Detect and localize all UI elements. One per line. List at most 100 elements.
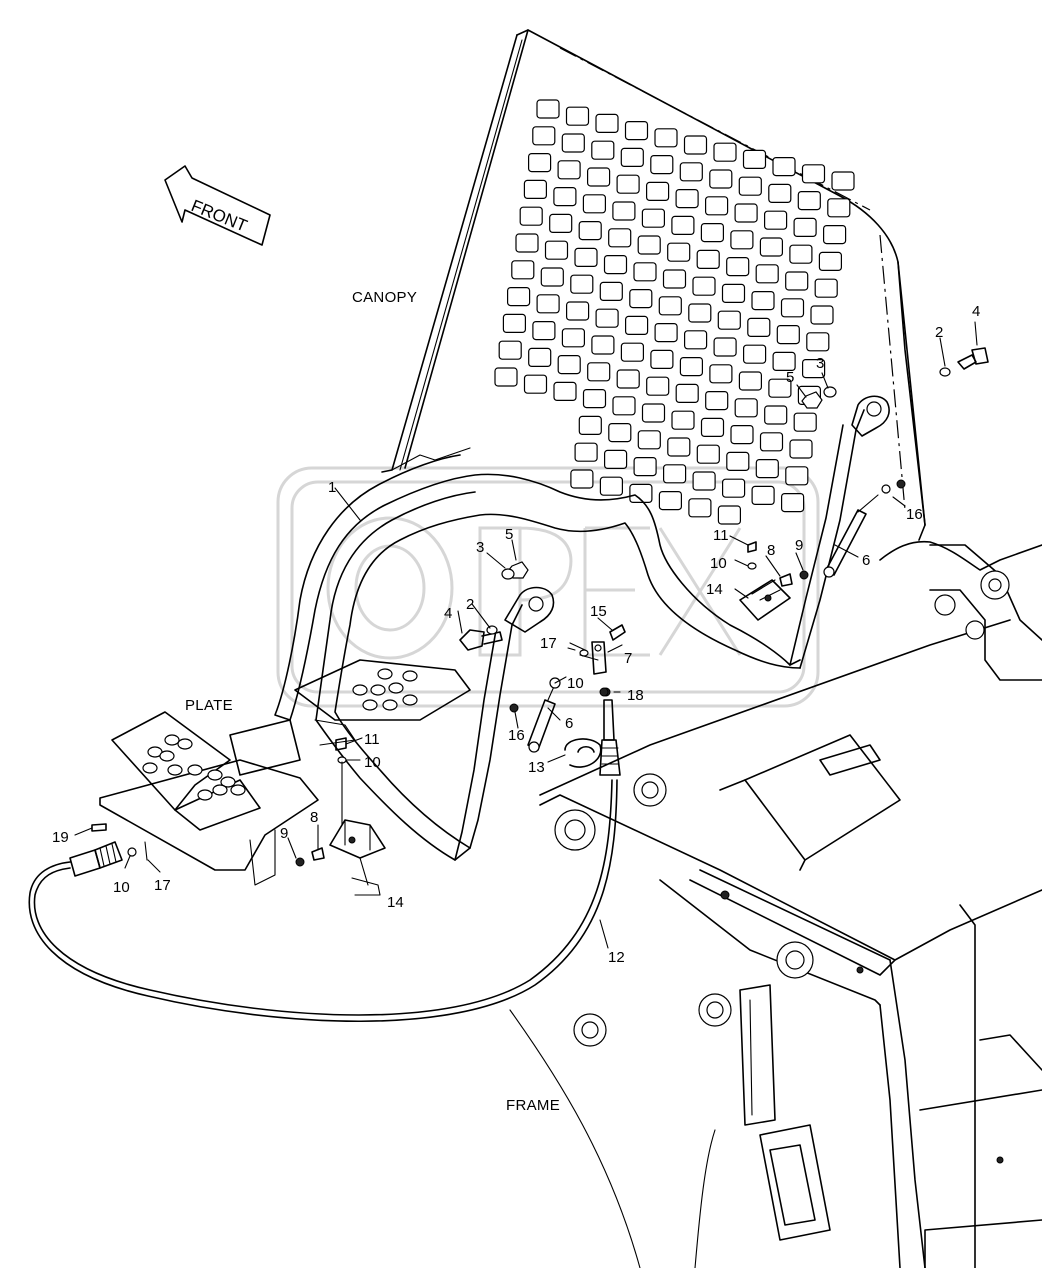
callout-4-upper: 4 <box>972 303 980 320</box>
plate-hole <box>377 668 393 680</box>
screen-hole <box>717 505 742 525</box>
screen-hole <box>759 432 784 452</box>
screen-hole <box>679 357 704 377</box>
label-canopy: CANOPY <box>352 289 417 306</box>
screen-hole <box>650 155 674 175</box>
plate-hole <box>197 789 213 801</box>
screen-hole <box>654 128 678 148</box>
callout-17-middle: 17 <box>540 635 557 652</box>
callout-10-plate: 10 <box>364 754 381 771</box>
callout-8-upper: 8 <box>767 542 775 559</box>
callout-11-upper: 11 <box>713 527 729 544</box>
screen-hole <box>561 328 586 348</box>
screen-hole <box>793 217 817 237</box>
screen-hole <box>565 301 590 321</box>
plate-hole <box>142 762 158 774</box>
plate-hole <box>402 694 418 706</box>
screen-hole <box>624 315 649 335</box>
screen-hole <box>578 415 602 435</box>
screen-hole <box>671 215 695 235</box>
plate-assembly <box>99 659 471 896</box>
canopy-screen-grid <box>494 99 855 525</box>
screen-hole <box>726 257 750 277</box>
screen-hole <box>667 242 691 262</box>
callout-1: 1 <box>328 479 336 496</box>
screen-hole <box>726 451 750 471</box>
screen-hole <box>793 412 817 432</box>
screen-hole <box>620 342 645 362</box>
screen-hole <box>662 269 687 289</box>
callout-16-upper: 16 <box>906 506 923 523</box>
screen-hole <box>523 179 548 199</box>
screen-hole <box>696 249 720 269</box>
screen-hole <box>713 142 737 162</box>
screen-hole <box>565 106 590 126</box>
latch-rod <box>591 641 607 675</box>
screen-hole <box>734 398 758 418</box>
screen-hole <box>574 442 598 462</box>
screen-hole <box>511 260 535 280</box>
screen-hole <box>751 485 775 505</box>
screen-hole <box>650 349 674 369</box>
screen-hole <box>688 498 712 518</box>
screen-hole <box>557 355 581 375</box>
screen-hole <box>827 198 851 218</box>
callout-3-lower: 3 <box>476 539 484 556</box>
screen-hole <box>692 276 716 296</box>
screen-hole <box>713 337 737 357</box>
screen-hole <box>641 208 666 228</box>
callout-3-upper: 3 <box>816 355 824 372</box>
screen-hole <box>759 237 784 257</box>
plate-hole <box>159 750 175 762</box>
screen-hole <box>561 133 585 153</box>
screen-hole <box>494 367 518 387</box>
screen-hole <box>532 321 556 341</box>
screen-hole <box>797 191 821 211</box>
front-arrow-label: FRONT <box>189 196 250 236</box>
screen-hole <box>540 267 564 287</box>
screen-hole <box>755 459 779 479</box>
screen-hole <box>814 278 838 298</box>
plate-hole <box>230 784 246 796</box>
callout-14-upper: 14 <box>706 581 723 598</box>
callout-14-lower: 14 <box>387 894 404 911</box>
screen-hole <box>700 223 725 243</box>
callout-5-lower: 5 <box>505 526 513 543</box>
screen-hole <box>801 359 826 379</box>
plate-hole <box>370 684 386 696</box>
screen-hole <box>747 317 771 337</box>
frame-body <box>509 540 1042 1268</box>
plate-hole <box>362 699 378 711</box>
screen-hole <box>582 194 607 214</box>
screen-hole <box>755 264 779 284</box>
screen-hole <box>721 478 746 498</box>
screen-hole <box>667 437 691 457</box>
callout-13: 13 <box>528 759 545 776</box>
screen-hole <box>679 162 703 182</box>
plate-hole <box>167 764 183 776</box>
handle-bar <box>274 409 865 861</box>
screen-hole <box>789 439 813 459</box>
screen-hole <box>785 271 809 291</box>
screen-hole <box>608 228 632 248</box>
screen-hole <box>764 405 788 425</box>
handle-mount-left <box>504 586 555 633</box>
screen-hole <box>578 221 602 241</box>
label-plate: PLATE <box>185 697 233 714</box>
screen-hole <box>789 244 813 264</box>
screen-hole <box>536 294 560 314</box>
callout-16-lower: 16 <box>508 727 525 744</box>
callout-6-upper: 6 <box>862 552 870 569</box>
callout-10-cable: 10 <box>113 879 130 896</box>
cable-clamp <box>564 738 602 768</box>
front-arrow: FRONT <box>164 165 271 246</box>
bracket-right <box>739 579 791 621</box>
callout-7: 7 <box>624 650 632 667</box>
screen-hole <box>780 493 805 513</box>
callout-12: 12 <box>608 949 625 966</box>
callout-17-cable: 17 <box>154 877 171 894</box>
screen-hole <box>742 344 767 364</box>
screen-hole <box>498 340 522 360</box>
screen-hole <box>730 425 754 445</box>
screen-hole <box>768 183 792 203</box>
